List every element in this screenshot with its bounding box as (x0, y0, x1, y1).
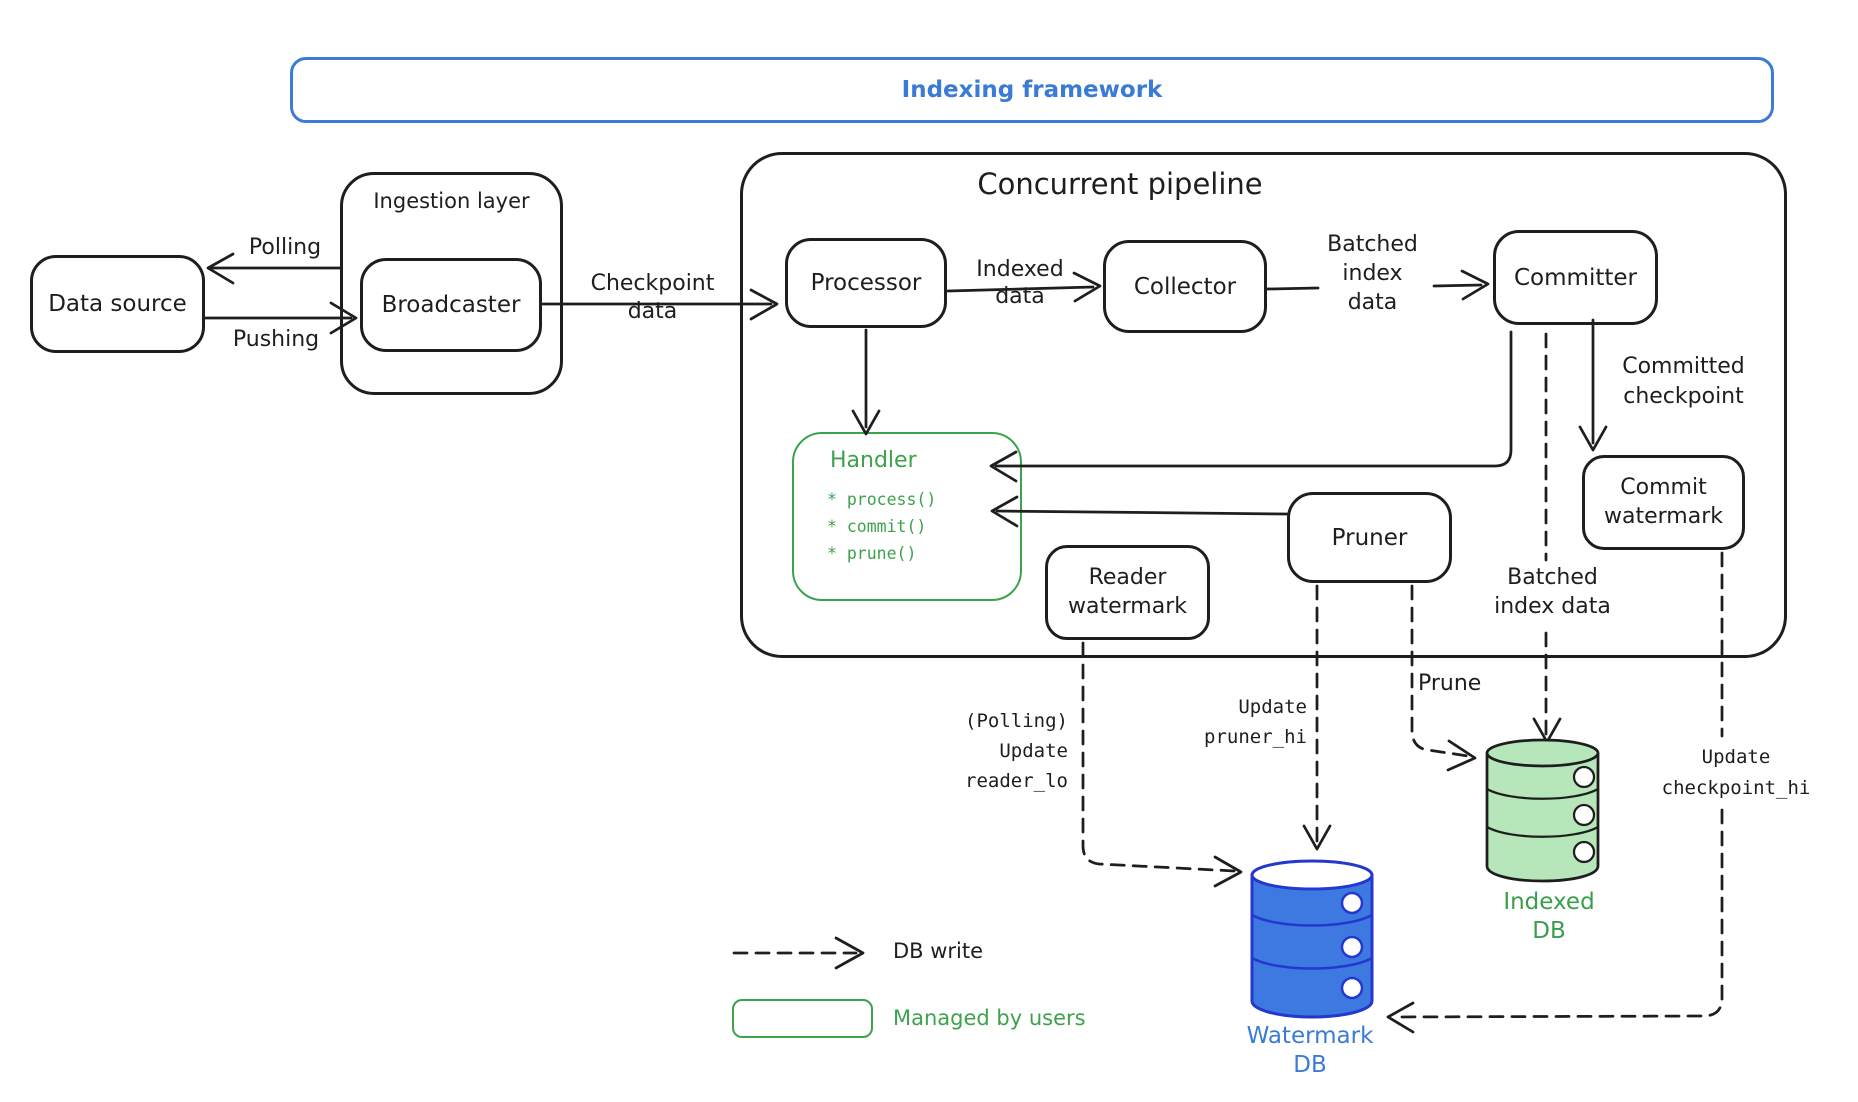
pruner-label: Pruner (1331, 524, 1408, 551)
update-reader-lo-edge-label: (Polling) Update reader_lo (965, 710, 1068, 792)
banner-title: Indexing framework (901, 77, 1163, 103)
update-checkpoint-hi-edge-label: Update checkpoint_hi (1661, 746, 1811, 799)
checkpoint-data-edge-label: Checkpoint data (590, 271, 715, 324)
data-source-label: Data source (48, 291, 187, 317)
broadcaster-node: Broadcaster (360, 258, 542, 352)
commit-watermark-label: Commit watermark (1604, 474, 1723, 529)
update-pruner-hi-edge-label: Update pruner_hi (1204, 696, 1307, 748)
reader-watermark-node: Reader watermark (1045, 545, 1210, 640)
committed-checkpoint-edge-label: Committed checkpoint (1622, 354, 1745, 409)
polling-edge-label: Polling (248, 235, 322, 260)
watermark-db-cylinder (1250, 859, 1374, 1019)
commit-watermark-node: Commit watermark (1582, 455, 1745, 550)
data-source-node: Data source (30, 255, 205, 353)
legend-managed-by-users-box (732, 999, 873, 1038)
legend-db-write-arrow (732, 936, 865, 970)
ingestion-layer-label: Ingestion layer (373, 189, 530, 213)
pruner-node: Pruner (1287, 492, 1452, 583)
indexing-framework-banner: Indexing framework (290, 57, 1774, 123)
legend-db-write-label: DB write (893, 939, 984, 963)
batched-index-data-edge-label: Batched index data (1327, 232, 1418, 315)
reader-watermark-to-watermark-db-dashed-arrow (1081, 641, 1243, 888)
indexed-db-label: Indexed DB (1503, 889, 1595, 944)
indexed-data-edge-label: Indexed data (976, 257, 1064, 309)
broadcaster-label: Broadcaster (381, 292, 521, 318)
prune-edge-label: Prune (1418, 671, 1482, 696)
pipeline-title: Concurrent pipeline (977, 167, 1263, 201)
processor-node: Processor (785, 238, 947, 328)
handler-method-prune: * prune() (827, 544, 917, 563)
collector-label: Collector (1133, 273, 1237, 300)
handler-method-commit: * commit() (827, 517, 927, 536)
batched-index-data-lower-edge-label: Batched index data (1494, 565, 1611, 619)
processor-label: Processor (810, 270, 922, 296)
pushing-edge-label: Pushing (232, 327, 320, 352)
legend-managed-by-users-label: Managed by users (893, 1006, 1086, 1030)
committer-node: Committer (1493, 230, 1658, 325)
committer-label: Committer (1514, 264, 1637, 291)
handler-method-process: * process() (827, 490, 937, 509)
collector-node: Collector (1103, 240, 1267, 333)
watermark-db-label: Watermark DB (1246, 1023, 1374, 1078)
handler-node: Handler * process() * commit() * prune() (792, 432, 1022, 601)
reader-watermark-label: Reader watermark (1068, 564, 1187, 619)
indexed-db-cylinder (1485, 738, 1600, 883)
handler-title: Handler (830, 448, 917, 473)
